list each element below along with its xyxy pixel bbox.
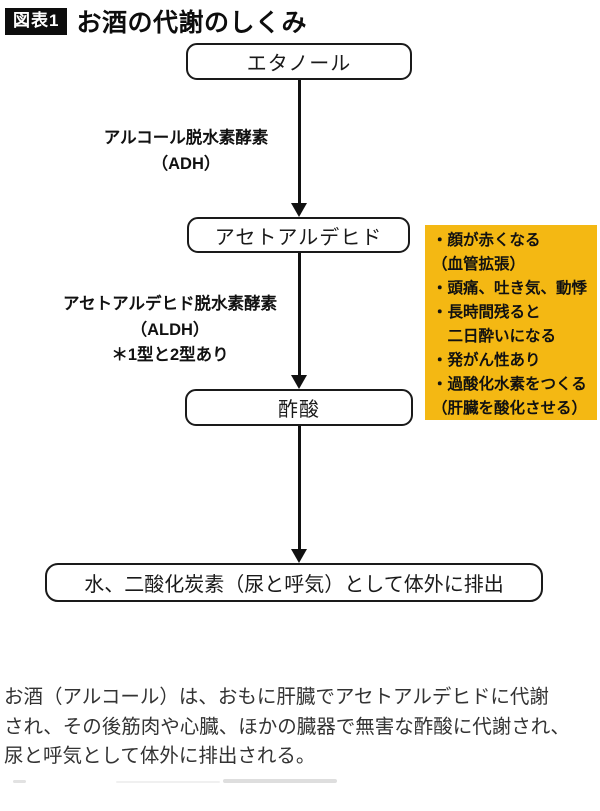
figure-header: 図表1 お酒の代謝のしくみ — [5, 3, 307, 39]
flow-node-ethanol: エタノール — [186, 43, 412, 80]
flow-node-acetaldehyde-label: アセトアルデヒド — [214, 226, 383, 249]
cutoff-text-fragment — [223, 779, 337, 783]
enzyme-label-adh: アルコール脱水素酵素 （ADH） — [103, 129, 269, 173]
cutoff-text-fragment — [13, 780, 26, 783]
flow-node-acetate: 酢酸 — [185, 389, 413, 426]
caption-paragraph: お酒（アルコール）は、おもに肝臓でアセトアルデヒドに代謝 され、その後筋肉や心臓… — [4, 686, 570, 767]
figure-number-badge: 図表1 — [5, 7, 68, 35]
flow-node-excretion: 水、二酸化炭素（尿と呼気）として体外に排出 — [45, 563, 543, 602]
arrow-head-icon — [291, 203, 307, 217]
arrow-shaft — [297, 80, 301, 203]
down-arrow-ethanol-to-acetaldehyde — [290, 80, 308, 217]
cutoff-text-fragment — [116, 781, 220, 783]
flow-node-ethanol-label: エタノール — [246, 53, 352, 75]
flow-node-acetate-label: 酢酸 — [278, 399, 320, 421]
page-title: お酒の代謝のしくみ — [76, 9, 307, 37]
enzyme-label-aldh: アセトアルデヒド脱水素酵素 （ALDH） ＊1型と2型あり — [62, 295, 277, 364]
down-arrow-acetate-to-excretion — [290, 426, 308, 563]
arrow-shaft — [297, 426, 301, 549]
down-arrow-acetaldehyde-to-acetate — [290, 253, 308, 389]
acetaldehyde-effects-note: ・顔が赤くなる （血管拡張） ・頭痛、吐き気、動悸 ・長時間残ると 二日酔いにな… — [425, 225, 597, 420]
arrow-head-icon — [291, 549, 307, 563]
flow-node-acetaldehyde: アセトアルデヒド — [187, 217, 410, 253]
arrow-head-icon — [291, 375, 307, 389]
arrow-shaft — [297, 253, 301, 375]
flow-node-excretion-label: 水、二酸化炭素（尿と呼気）として体外に排出 — [84, 574, 504, 596]
